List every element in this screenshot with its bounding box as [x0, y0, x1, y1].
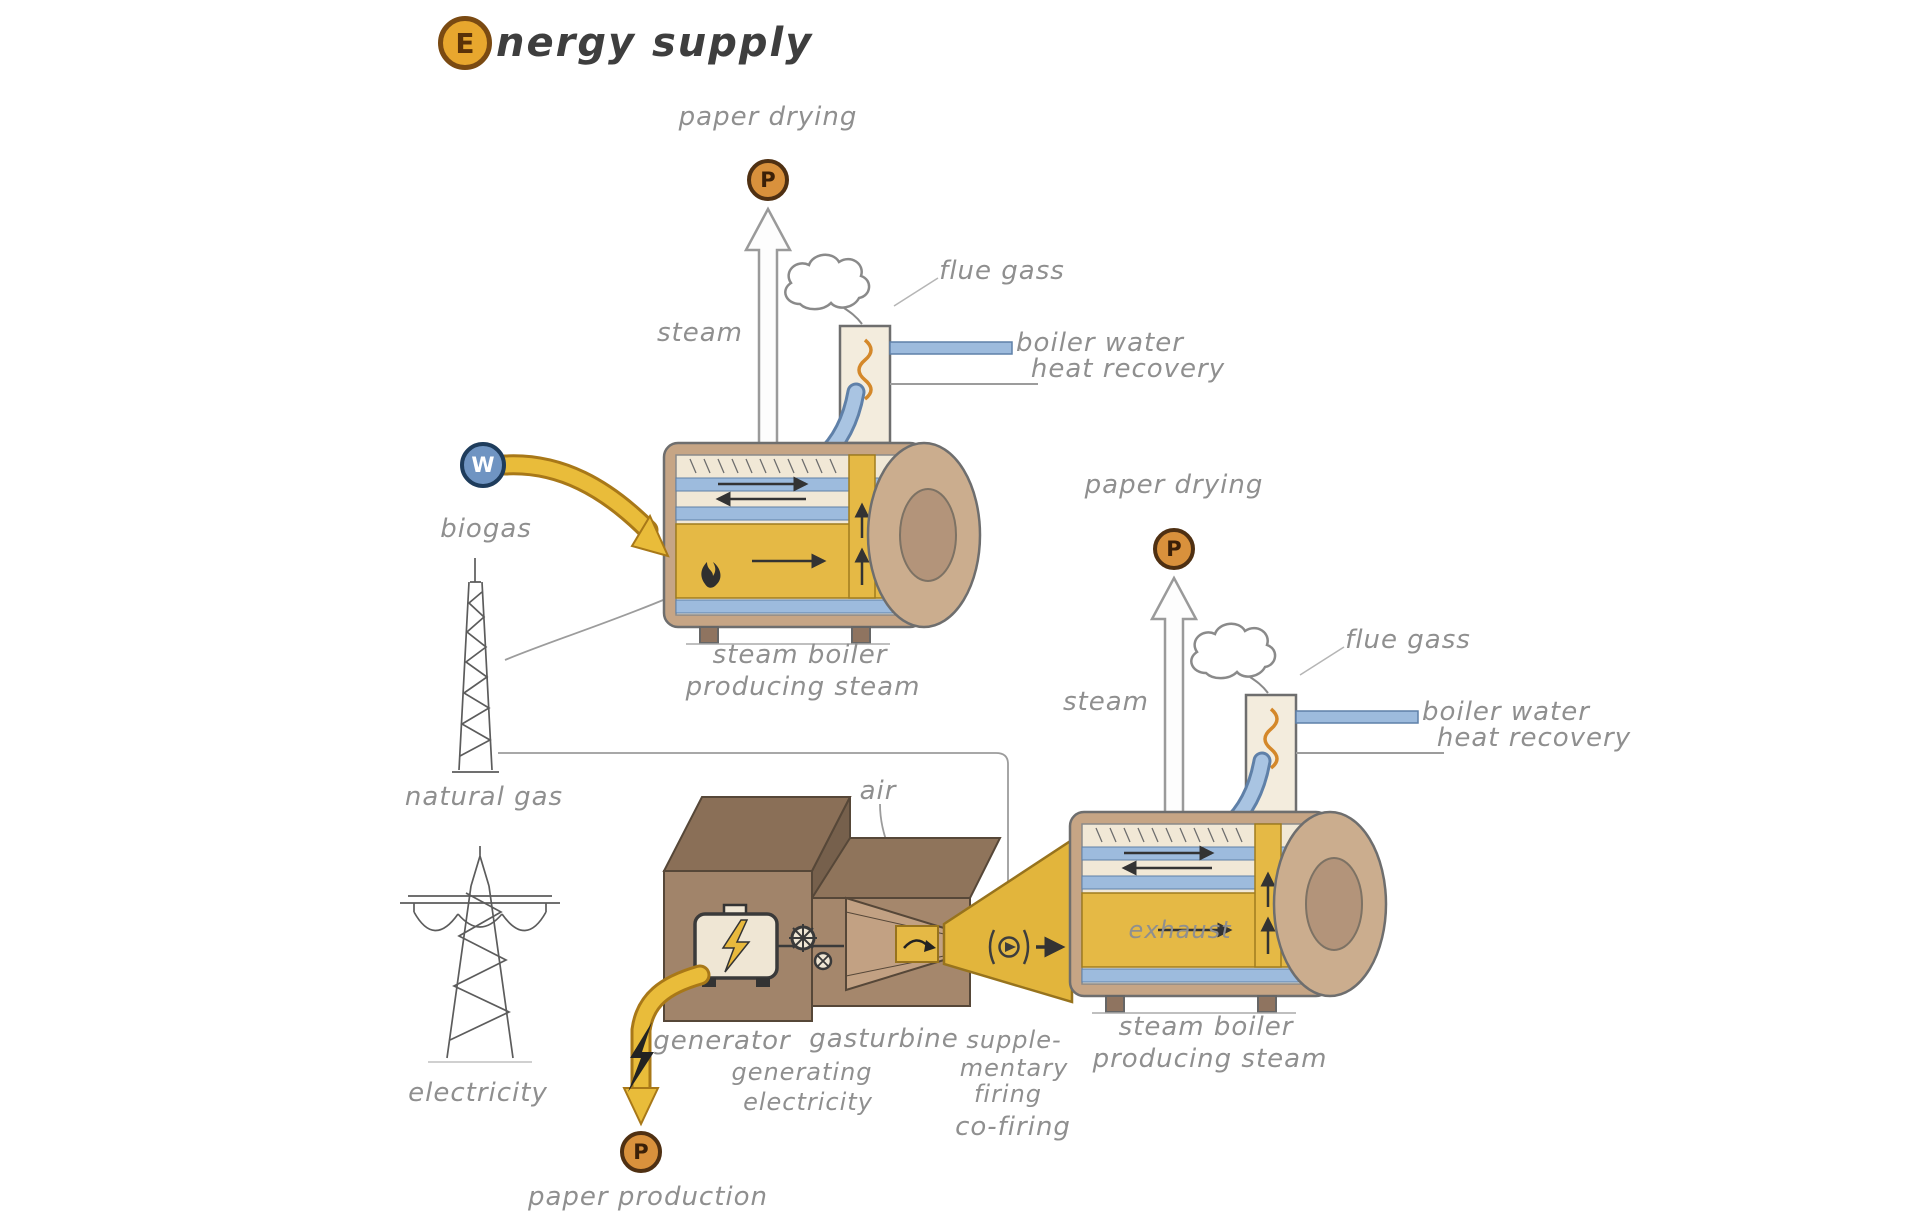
biogas-arrow	[497, 457, 656, 538]
paper-badge-mid: P	[1153, 528, 1195, 570]
label-heat-recovery-2: heat recovery	[1436, 723, 1632, 753]
energy-badge-icon: E	[438, 16, 492, 70]
generator-foot-left	[702, 978, 716, 987]
natural-gas-tower	[452, 558, 499, 773]
label-generating-1: generating	[731, 1058, 873, 1086]
label-boiler-caption-2a: steam boiler	[1118, 1012, 1294, 1042]
label-boiler-caption-1a: steam boiler	[712, 640, 888, 670]
paper-badge-top: P	[747, 159, 789, 201]
co-firing-icon	[988, 929, 1030, 965]
electricity-pylon	[400, 846, 560, 1063]
label-natural-gas: natural gas	[404, 782, 564, 812]
biogas-arrowhead	[630, 513, 670, 558]
label-gasturbine: gasturbine	[809, 1024, 959, 1054]
generator-bolt-icon	[721, 919, 751, 973]
combustor-box	[895, 925, 939, 963]
label-flue-gas-1: flue gass	[939, 256, 1065, 286]
label-co-firing: co-firing	[955, 1112, 1071, 1142]
label-electricity-source: electricity	[408, 1078, 548, 1108]
chp-unit	[662, 796, 1002, 1022]
label-steam-2: steam	[1063, 687, 1149, 717]
paper-badge-bottom: P	[620, 1131, 662, 1173]
combustor-icon-head	[924, 940, 936, 952]
label-flue-gas-2: flue gass	[1345, 625, 1471, 655]
label-supplementary-3: firing	[973, 1080, 1043, 1108]
label-generator: generator	[653, 1026, 791, 1056]
supplementary-firing-duct	[942, 837, 1074, 1004]
label-steam-1: steam	[657, 318, 743, 348]
label-biogas: biogas	[440, 514, 532, 544]
label-generating-2: electricity	[743, 1088, 873, 1116]
generator-foot-right	[756, 978, 770, 987]
label-boiler-caption-2b: producing steam	[1092, 1044, 1328, 1074]
electricity-arrowhead	[622, 1087, 660, 1127]
label-exhaust: exhaust	[1128, 916, 1232, 944]
label-boiler-water-2: boiler water	[1422, 697, 1590, 727]
gas-line-to-cofiring	[498, 752, 1009, 884]
gear-icons	[789, 924, 833, 971]
label-paper-production: paper production	[527, 1182, 769, 1212]
biogas-badge: W	[460, 442, 506, 488]
label-boiler-caption-1b: producing steam	[685, 672, 921, 702]
label-supplementary-1: supple-	[966, 1026, 1062, 1054]
label-air: air	[859, 776, 897, 806]
label-paper-drying-1: paper drying	[678, 102, 858, 132]
label-heat-recovery-1: heat recovery	[1030, 354, 1226, 384]
lightning-bolt-icon	[628, 1022, 654, 1092]
page-title-text: nergy supply	[496, 20, 814, 66]
label-paper-drying-2: paper drying	[1084, 470, 1264, 500]
label-boiler-water-1: boiler water	[1016, 328, 1184, 358]
page-title: E nergy supply	[438, 16, 813, 70]
flame-icon	[701, 562, 721, 588]
label-supplementary-2: mentary	[959, 1054, 1069, 1082]
electricity-arrow	[633, 967, 708, 1100]
gas-line-to-boiler-1	[504, 597, 669, 661]
